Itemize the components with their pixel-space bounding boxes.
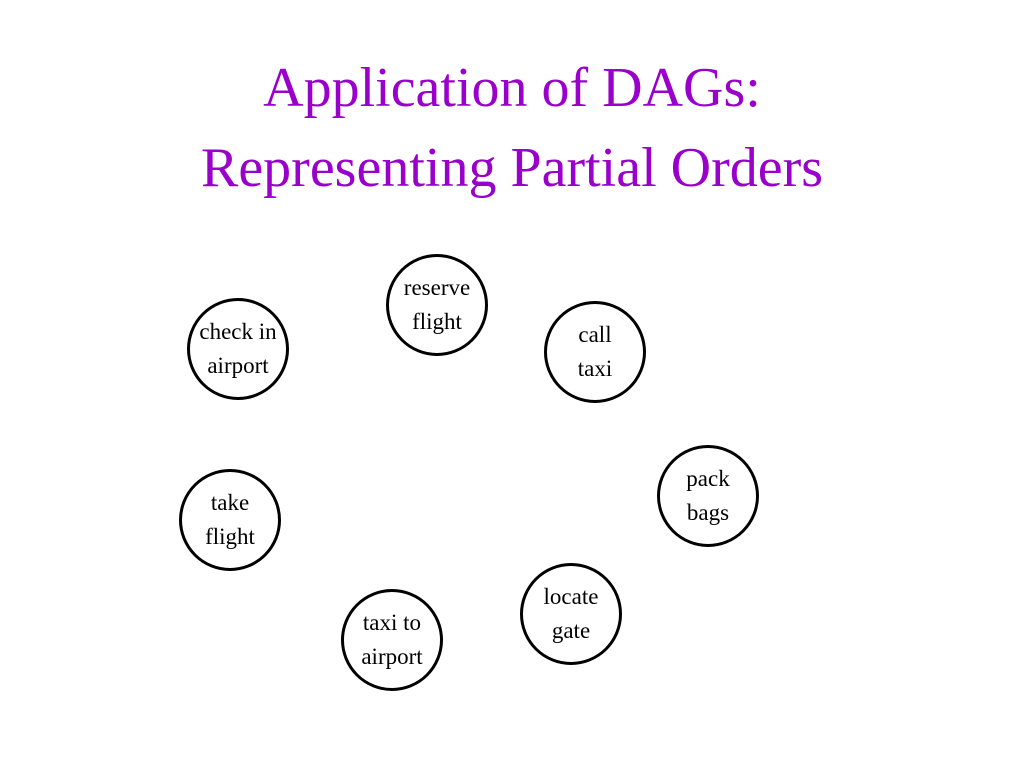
node-label-line: reserve [403,275,471,300]
node-reserve-flight: reserve flight [386,254,488,356]
node-label-line: flight [205,524,255,549]
node-label-line: check in [199,319,277,344]
node-take-flight: take flight [179,469,281,571]
node-label-line: taxi [577,356,613,381]
node-locate-gate: locate gate [520,563,622,665]
node-check-in-airport: check in airport [187,298,289,400]
node-label-line: gate [551,618,591,643]
node-label-line: call [578,322,612,347]
node-label-line: airport [207,353,269,378]
title-line-2: Representing Partial Orders [200,137,824,199]
node-label-line: pack [686,466,730,491]
node-pack-bags: pack bags [657,445,759,547]
node-label-line: taxi to [362,610,422,635]
title-line-1: Application of DAGs: [263,57,761,119]
node-label-line: locate [543,584,599,609]
node-call-taxi: call taxi [544,301,646,403]
node-label-line: flight [412,309,462,334]
slide-title: Application of DAGs: Representing Partia… [0,48,1024,208]
node-label-line: take [210,490,250,515]
node-label-line: bags [686,500,730,525]
node-label-line: airport [361,644,423,669]
node-taxi-to-airport: taxi to airport [341,589,443,691]
